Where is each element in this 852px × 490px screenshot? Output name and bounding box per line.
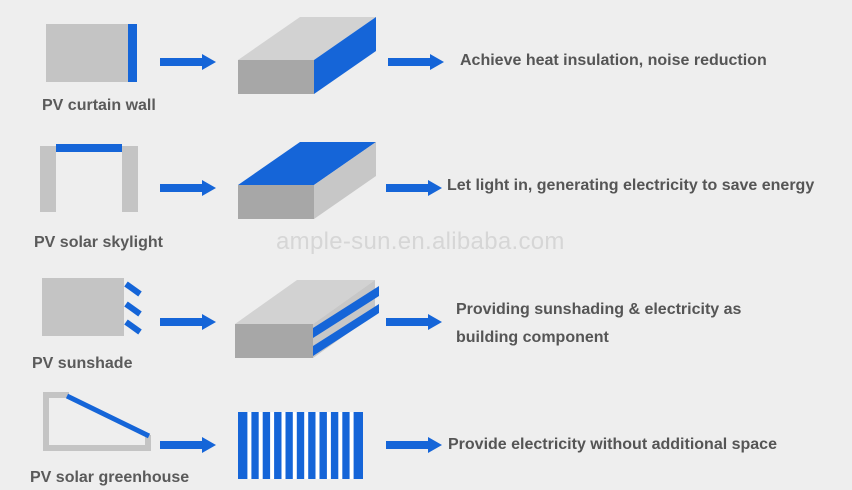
panel-gap bbox=[247, 412, 252, 479]
row-label-skylight: PV solar skylight bbox=[34, 234, 163, 251]
row-label-greenhouse: PV solar greenhouse bbox=[30, 469, 190, 486]
panel-gap bbox=[349, 412, 354, 479]
sunshade-icon bbox=[42, 278, 142, 336]
row-description-curtain-wall: Achieve heat insulation, noise reduction bbox=[460, 52, 767, 69]
arrow-icon bbox=[388, 54, 444, 70]
row-description-greenhouse: Provide electricity without additional s… bbox=[448, 436, 777, 453]
greenhouse-panel-icon bbox=[238, 412, 363, 479]
arrow-icon bbox=[160, 54, 216, 70]
skylight-block-icon bbox=[238, 142, 376, 219]
curtain-wall-icon bbox=[46, 24, 137, 82]
arrow-icon bbox=[160, 314, 216, 330]
arrow-icon bbox=[386, 314, 442, 330]
greenhouse-icon bbox=[43, 392, 151, 451]
panel-gap bbox=[258, 412, 263, 479]
row-description-skylight: Let light in, generating electricity to … bbox=[447, 177, 815, 194]
watermark: ample-sun.en.alibaba.com bbox=[276, 228, 565, 255]
panel-gap bbox=[338, 412, 343, 479]
panel-gap bbox=[270, 412, 275, 479]
row-description-sunshade-line2: building component bbox=[456, 329, 609, 346]
panel-gap bbox=[315, 412, 320, 479]
panel-gap bbox=[326, 412, 331, 479]
panel-gap bbox=[292, 412, 297, 479]
curtain-wall-block-icon bbox=[238, 17, 376, 94]
row-label-sunshade: PV sunshade bbox=[32, 355, 133, 372]
arrow-icon bbox=[160, 437, 216, 453]
arrow-icon bbox=[160, 180, 216, 196]
row-description-sunshade-line1: Providing sunshading & electricity as bbox=[456, 301, 742, 318]
skylight-icon bbox=[40, 144, 138, 212]
panel-gap bbox=[304, 412, 309, 479]
row-label-curtain-wall: PV curtain wall bbox=[42, 97, 156, 114]
arrow-icon bbox=[386, 437, 442, 453]
arrow-icon bbox=[386, 180, 442, 196]
panel-gap bbox=[281, 412, 286, 479]
sunshade-block-icon bbox=[235, 280, 379, 358]
